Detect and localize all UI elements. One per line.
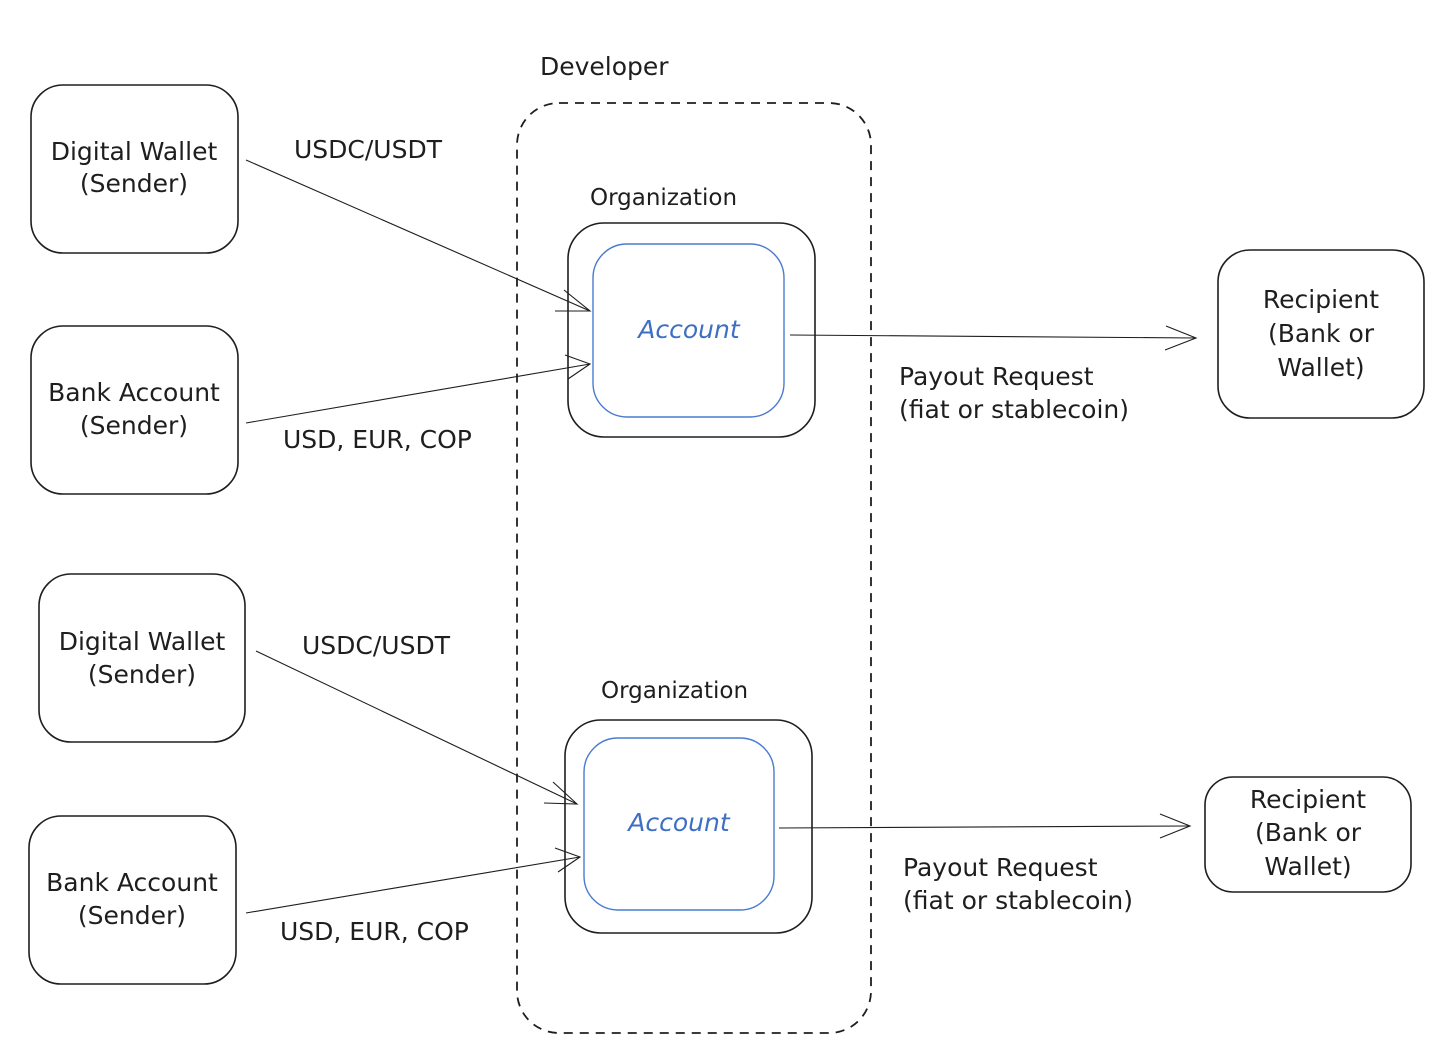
recipient-type-1: (Bank or <box>1268 319 1375 348</box>
fiat-edge-label-1: USD, EUR, COP <box>283 425 472 454</box>
recipient-box-1 <box>1217 249 1425 419</box>
digital-wallet-sender-box-2 <box>38 573 246 743</box>
recipient-box-2 <box>1204 776 1412 893</box>
crypto-edge-label-1: USDC/USDT <box>294 135 443 164</box>
recipient-label-2: Recipient <box>1250 785 1366 814</box>
fiat-deposit-arrow-2 <box>245 856 581 914</box>
developer-label: Developer <box>540 52 669 81</box>
group-2: Digital Wallet (Sender) Bank Account (Se… <box>28 573 1412 985</box>
fiat-deposit-arrowhead-1 <box>564 354 592 380</box>
digital-wallet-sender-label-1: (Sender) <box>80 169 188 198</box>
bank-account-sender-label-2: (Sender) <box>78 901 186 930</box>
crypto-deposit-arrowhead-1 <box>555 289 592 312</box>
account-label-1: Account <box>636 315 741 344</box>
crypto-deposit-arrow-1 <box>245 159 591 312</box>
bank-account-sender-box-1 <box>30 325 239 495</box>
payout-arrowhead-2 <box>1159 813 1192 839</box>
payout-arrow-2 <box>778 825 1191 829</box>
digital-wallet-sender-label-2: (Sender) <box>88 660 196 689</box>
crypto-deposit-arrowhead-2 <box>543 781 579 805</box>
fiat-deposit-arrowhead-2 <box>554 847 582 873</box>
crypto-edge-label-2: USDC/USDT <box>302 631 451 660</box>
recipient-label-1: Recipient <box>1263 285 1379 314</box>
organization-label-2: Organization <box>601 678 748 704</box>
group-1: Digital Wallet (Sender) Bank Account (Se… <box>30 84 1425 495</box>
digital-wallet-sender-box-1 <box>30 84 239 254</box>
payout-label-2: Payout Request <box>903 853 1098 882</box>
account-box-1 <box>592 243 785 418</box>
digital-wallet-label-1: Digital Wallet <box>51 137 218 166</box>
recipient-type-2-1: Wallet) <box>1277 353 1364 382</box>
payout-sublabel-1: (fiat or stablecoin) <box>899 395 1129 424</box>
fiat-deposit-arrow-1 <box>245 363 591 424</box>
recipient-type-2: (Bank or <box>1255 818 1362 847</box>
account-label-2: Account <box>626 808 731 837</box>
crypto-deposit-arrow-2 <box>255 650 578 805</box>
organization-label-1: Organization <box>590 185 737 211</box>
recipient-type-2-2: Wallet) <box>1264 852 1351 881</box>
digital-wallet-label-2: Digital Wallet <box>59 627 226 656</box>
payout-arrowhead-1 <box>1164 325 1198 351</box>
bank-account-sender-box-2 <box>28 815 237 985</box>
payout-arrow-1 <box>789 334 1197 339</box>
fiat-edge-label-2: USD, EUR, COP <box>280 917 469 946</box>
payout-label-1: Payout Request <box>899 362 1094 391</box>
payout-sublabel-2: (fiat or stablecoin) <box>903 886 1133 915</box>
account-box-2 <box>583 737 775 911</box>
bank-account-sender-label-1: (Sender) <box>80 411 188 440</box>
bank-account-label-2: Bank Account <box>46 868 218 897</box>
bank-account-label-1: Bank Account <box>48 378 220 407</box>
developer-container <box>516 102 872 1034</box>
